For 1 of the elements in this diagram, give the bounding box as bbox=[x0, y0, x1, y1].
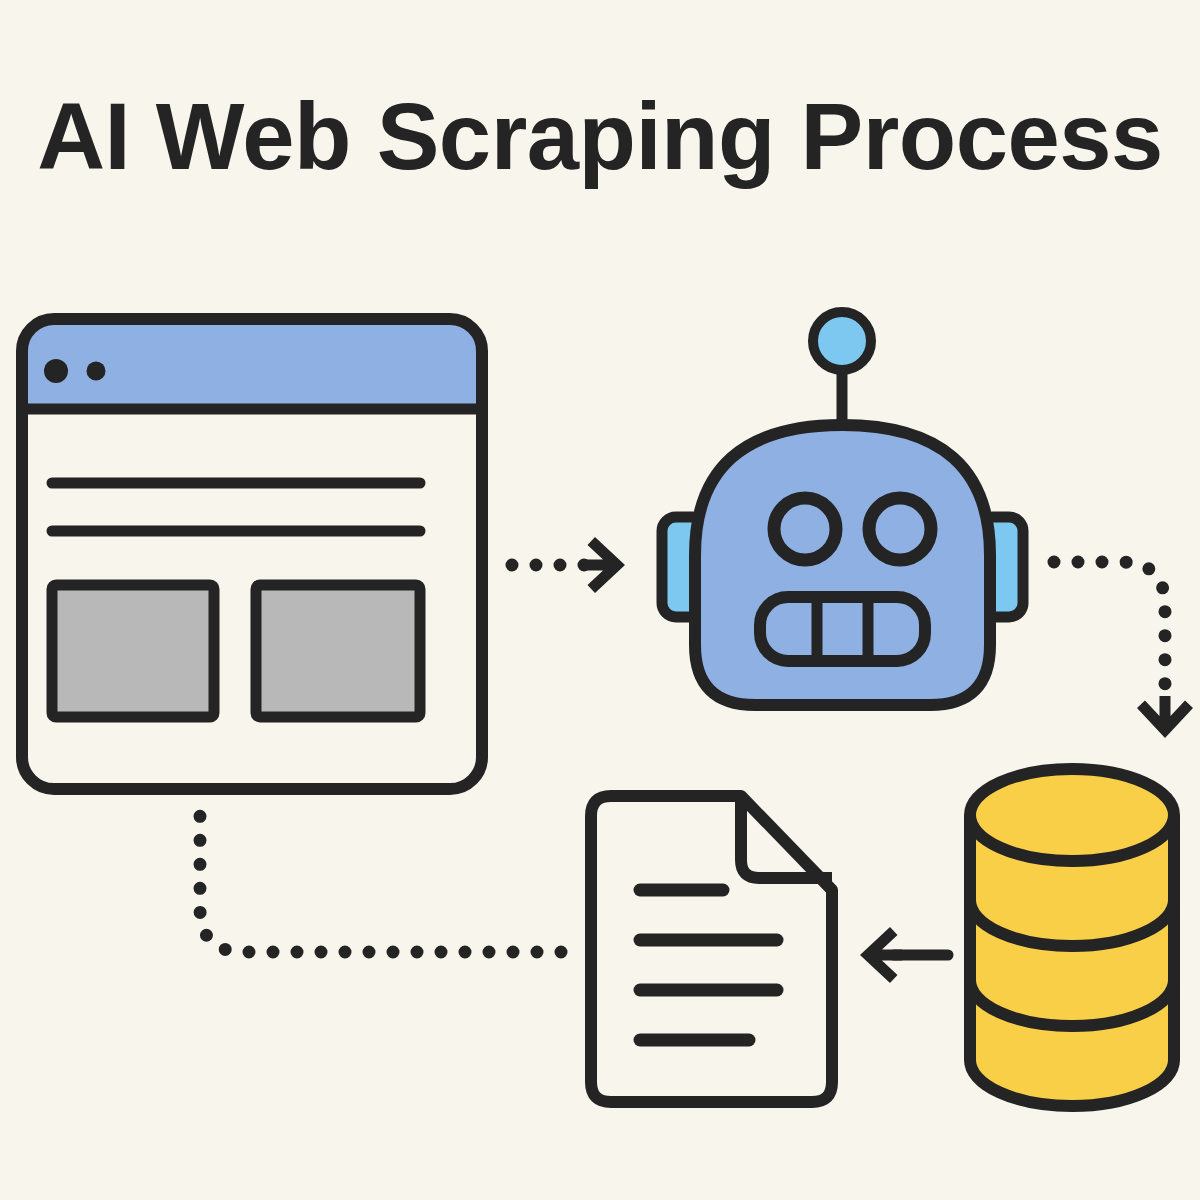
title: AI Web Scraping Process bbox=[37, 83, 1163, 191]
